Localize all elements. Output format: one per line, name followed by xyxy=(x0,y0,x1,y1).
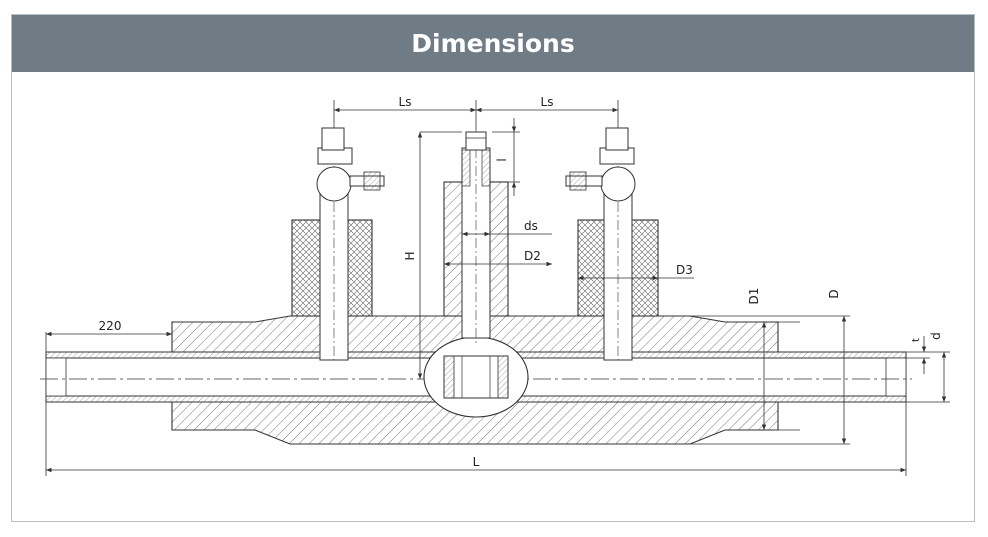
label-ls-left: Ls xyxy=(399,95,412,109)
section-title: Dimensions xyxy=(411,29,575,58)
section-header: Dimensions xyxy=(12,15,974,72)
label-l-total: L xyxy=(473,455,480,469)
label-t: t xyxy=(911,338,922,342)
label-h: H xyxy=(403,251,417,260)
dimension-lines xyxy=(45,100,950,476)
label-d1: D1 xyxy=(747,288,761,305)
label-220: 220 xyxy=(99,319,122,333)
label-d2: D2 xyxy=(524,249,541,263)
dimension-labels: Ls Ls l ds D2 D3 H D1 D t d 220 L xyxy=(99,95,943,469)
label-l-small: l xyxy=(495,158,509,161)
label-d3: D3 xyxy=(676,263,693,277)
label-d-big: D xyxy=(827,289,841,298)
left-service-housing xyxy=(291,127,385,361)
right-service-housing xyxy=(565,127,659,361)
ball xyxy=(423,336,529,418)
stem-housing xyxy=(443,130,509,346)
label-ds: ds xyxy=(524,219,538,233)
label-d-small: d xyxy=(929,332,943,340)
label-ls-right: Ls xyxy=(541,95,554,109)
